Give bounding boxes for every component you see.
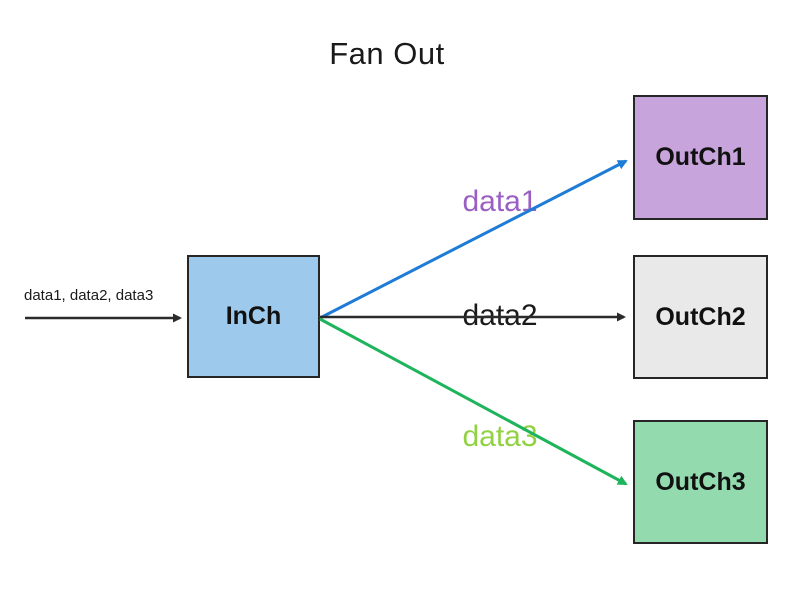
node-outch2: OutCh2 xyxy=(633,255,768,379)
edge-label-data2: data2 xyxy=(462,299,538,332)
node-outch1: OutCh1 xyxy=(633,95,768,220)
edge-label-data1: data1 xyxy=(462,185,538,218)
node-outch3: OutCh3 xyxy=(633,420,768,544)
diagram-title: Fan Out xyxy=(329,36,445,71)
edge-label-data3: data3 xyxy=(462,420,538,453)
input-arrow-label: data1, data2, data3 xyxy=(24,287,154,304)
node-inch: InCh xyxy=(187,255,320,378)
arrow-data3 xyxy=(319,317,628,486)
